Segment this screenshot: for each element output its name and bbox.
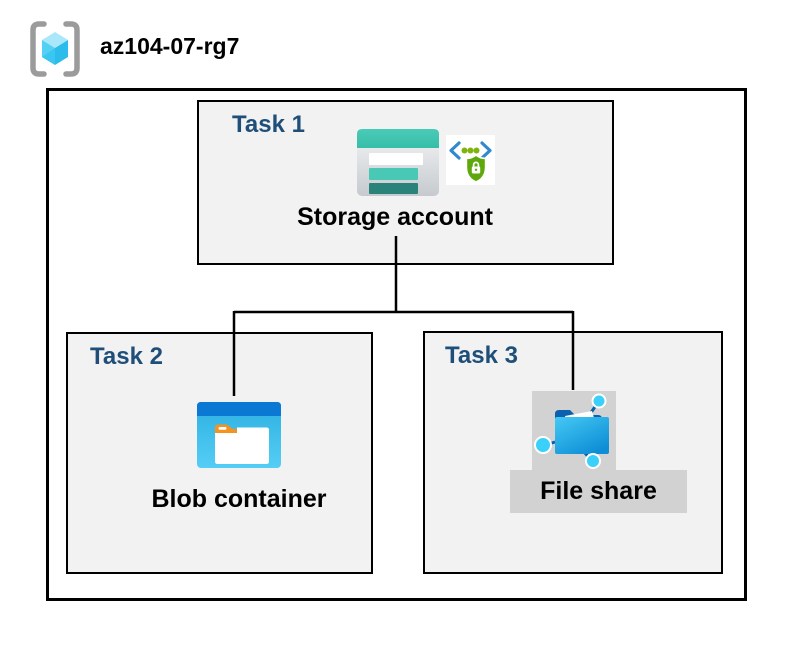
blob-container-caption: Blob container	[151, 485, 327, 513]
resource-group-header: az104-07-rg7	[0, 0, 788, 88]
task3-box: Task 3 File share	[423, 331, 723, 574]
file-share-caption: File share	[540, 477, 657, 505]
resource-group-name: az104-07-rg7	[100, 33, 240, 59]
task1-box: Task 1 Storage account	[197, 100, 614, 265]
file-share-icon-highlight	[532, 391, 616, 470]
file-share-icon	[534, 393, 609, 469]
task1-label: Task 1	[232, 111, 305, 138]
task2-box: Task 2 Blob container	[66, 332, 373, 574]
blob-container-icon	[197, 402, 281, 468]
task2-label: Task 2	[90, 343, 163, 370]
secure-endpoint-icon	[446, 135, 495, 185]
resource-group-icon	[30, 21, 80, 77]
file-share-caption-highlight: File share	[510, 470, 687, 513]
task3-label: Task 3	[445, 342, 518, 369]
storage-account-icon	[357, 129, 439, 196]
storage-account-caption: Storage account	[297, 203, 493, 231]
